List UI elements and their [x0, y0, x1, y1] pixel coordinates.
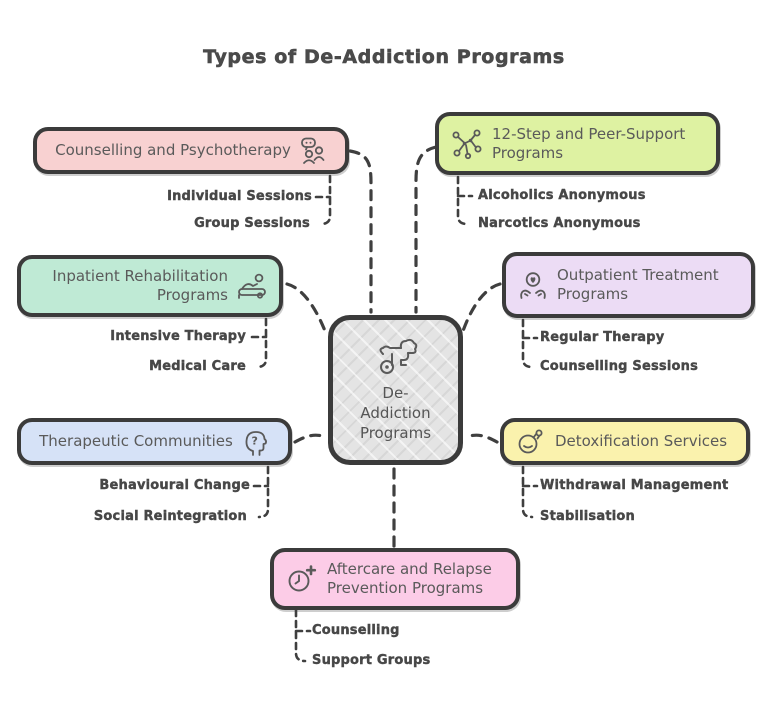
node-12-step-and-peer-support[interactable]: 12-Step and Peer-Support Programs [435, 112, 720, 175]
subitem-alcoholics-anonymous[interactable]: Alcoholics Anonymous [478, 188, 646, 203]
node-label: 12-Step and Peer-Support Programs [492, 124, 686, 162]
people-chat-icon [300, 137, 327, 165]
center-label-line: De- [382, 383, 409, 402]
flask-icon [516, 428, 546, 456]
hands-heart-icon [518, 270, 548, 300]
subitem-medical-care[interactable]: Medical Care [149, 359, 246, 374]
subitem-stabilisation[interactable]: Stabilisation [540, 509, 635, 524]
node-counselling-and-psychotherapy[interactable]: Counselling and Psychotherapy [33, 127, 349, 174]
subitem-withdrawal-management[interactable]: Withdrawal Management [540, 478, 729, 493]
node-therapeutic-communities[interactable]: Therapeutic Communities ? [17, 418, 292, 465]
subitem-social-reintegration[interactable]: Social Reintegration [93, 509, 247, 524]
head-question-icon: ? [242, 427, 270, 457]
node-detoxification-services[interactable]: Detoxification Services [500, 418, 750, 465]
node-aftercare-relapse-prevention[interactable]: Aftercare and Relapse Prevention Program… [270, 548, 520, 610]
patient-bed-icon [237, 272, 267, 300]
diagram-title: Types of De-Addiction Programs [203, 46, 565, 69]
node-label: Outpatient Treatment Programs [557, 266, 719, 303]
center-label-line: Addiction [360, 403, 431, 422]
subitem-regular-therapy[interactable]: Regular Therapy [540, 330, 665, 345]
subitem-narcotics-anonymous[interactable]: Narcotics Anonymous [478, 216, 641, 231]
node-label: Detoxification Services [555, 432, 728, 451]
subitem-group-sessions[interactable]: Group Sessions [194, 216, 310, 231]
node-label: Therapeutic Communities [39, 432, 233, 451]
node-label: Counselling and Psychotherapy [55, 141, 291, 160]
node-label: Inpatient Rehabilitation Programs [52, 267, 228, 304]
center-label-line: Programs [359, 424, 432, 443]
subitem-counselling[interactable]: Counselling [312, 623, 400, 638]
svg-text:?: ? [251, 434, 257, 447]
node-label: Aftercare and Relapse Prevention Program… [327, 560, 492, 597]
subitem-individual-sessions[interactable]: Individual Sessions [167, 189, 312, 204]
subitem-behavioural-change[interactable]: Behavioural Change [99, 478, 250, 493]
clock-plus-icon [286, 564, 318, 594]
subitem-counselling-sessions[interactable]: Counselling Sessions [540, 359, 699, 374]
network-icon [451, 128, 483, 160]
dog-icon [373, 337, 419, 383]
subitem-support-groups[interactable]: Support Groups [312, 653, 431, 668]
subitem-intensive-therapy[interactable]: Intensive Therapy [110, 329, 246, 344]
node-outpatient-treatment[interactable]: Outpatient Treatment Programs [502, 252, 755, 318]
node-inpatient-rehabilitation[interactable]: Inpatient Rehabilitation Programs [17, 255, 283, 317]
node-de-addiction-programs[interactable]: De- Addiction Programs [328, 315, 463, 465]
